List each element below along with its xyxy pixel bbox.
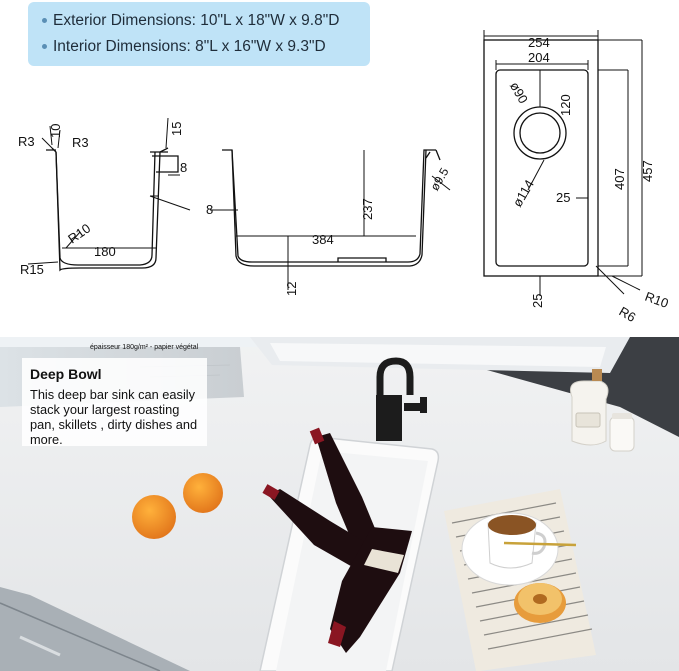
top-457: 457	[640, 160, 655, 182]
side-8: 8	[180, 160, 187, 175]
callout-title: Deep Bowl	[30, 366, 102, 382]
technical-drawing-panel: Exterior Dimensions: 10"L x 18"W x 9.8"D…	[0, 0, 679, 330]
front-237: 237	[360, 198, 375, 220]
orange-left	[132, 495, 176, 539]
ceramic-jar	[570, 369, 609, 446]
side-view-outline	[51, 147, 169, 272]
orange-right	[183, 473, 223, 513]
side-r3-right: R3	[72, 135, 89, 150]
donut	[514, 583, 566, 623]
front-view-outline	[222, 149, 436, 263]
side-view-inner	[55, 151, 156, 266]
wine-bottles	[262, 427, 412, 653]
top-25-bottom: 25	[530, 294, 545, 308]
sink-dimension-drawing: R3 10 R3 15 8 R10 180 R15 8 237 384 12 ø…	[18, 30, 671, 325]
drain-circle-inner	[519, 112, 561, 154]
top-view-inner	[495, 69, 589, 267]
faucet	[376, 357, 427, 441]
side-r3-left: R3	[18, 134, 35, 149]
top-204: 204	[528, 50, 550, 65]
front-12: 12	[284, 282, 299, 296]
teacup	[487, 515, 547, 569]
front-384: 384	[312, 232, 334, 247]
exterior-dimensions-row: Exterior Dimensions: 10"L x 18"W x 9.8"D	[42, 12, 339, 30]
spoon	[503, 541, 577, 547]
top-phi-114: ø114	[510, 177, 537, 209]
side-15: 15	[169, 122, 184, 136]
dimensions-box: Exterior Dimensions: 10"L x 18"W x 9.8"D…	[28, 2, 370, 66]
bullet-icon	[42, 18, 47, 24]
side-r10: R10	[65, 220, 93, 246]
top-r10: R10	[643, 289, 671, 311]
top-120: 120	[558, 94, 573, 116]
side-180: 180	[94, 244, 116, 259]
top-25-right: 25	[556, 190, 570, 205]
top-phi-90: ø90	[507, 79, 531, 106]
top-407: 407	[612, 168, 627, 190]
interior-dimensions-row: Interior Dimensions: 8"L x 16"W x 9.3"D	[42, 38, 326, 56]
photo-print-label: épaisseur 180g/m² - papier végétal	[90, 344, 199, 351]
deep-bowl-callout: Deep Bowl This deep bar sink can easily …	[22, 358, 207, 447]
top-view-outer	[483, 39, 599, 277]
top-r6: R6	[617, 304, 639, 325]
side-r15: R15	[20, 262, 44, 277]
top-254: 254	[528, 35, 550, 50]
small-jar	[609, 413, 635, 452]
side-10: 10	[48, 124, 63, 138]
interior-dimensions-text: Interior Dimensions: 8"L x 16"W x 9.3"D	[53, 38, 326, 55]
exterior-dimensions-text: Exterior Dimensions: 10"L x 18"W x 9.8"D	[53, 12, 340, 29]
bullet-icon	[42, 44, 47, 50]
callout-text: This deep bar sink can easily stack your…	[30, 387, 198, 447]
front-8: 8	[206, 202, 213, 217]
